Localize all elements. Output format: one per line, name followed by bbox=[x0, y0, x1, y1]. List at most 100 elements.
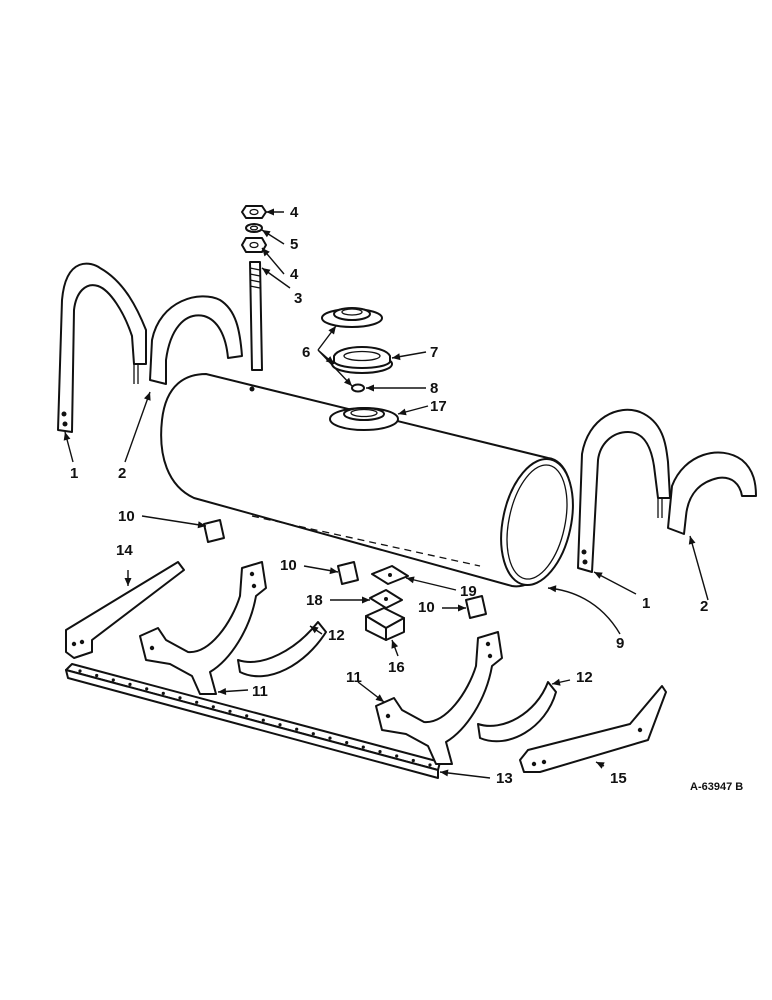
arrowhead bbox=[262, 230, 271, 238]
callout-5: 5 bbox=[290, 236, 298, 253]
channel-hole bbox=[345, 741, 349, 745]
callout-15: 15 bbox=[610, 770, 627, 787]
callout-labels: 1 2 3 4 5 4 6 7 8 17 1 2 9 10 10 10 19 1… bbox=[70, 204, 743, 793]
support-cradle-right bbox=[375, 631, 503, 765]
channel-hole bbox=[145, 687, 149, 691]
channel-hole bbox=[111, 678, 115, 682]
channel-hole bbox=[361, 745, 365, 749]
arrowhead bbox=[344, 377, 352, 386]
channel-hole bbox=[278, 723, 282, 727]
support-cradle-left bbox=[139, 561, 267, 695]
channel-hole bbox=[245, 714, 249, 718]
arrowhead bbox=[392, 353, 401, 361]
spacer-c bbox=[465, 595, 487, 619]
bracket-left bbox=[65, 561, 185, 659]
channel-hole bbox=[78, 669, 82, 673]
channel-hole bbox=[261, 718, 265, 722]
callout-10-c: 10 bbox=[418, 599, 435, 616]
callout-4-lower: 4 bbox=[290, 266, 299, 283]
cushion-right bbox=[477, 681, 557, 743]
callout-14: 14 bbox=[116, 542, 133, 559]
arrowhead bbox=[144, 392, 151, 401]
callout-1-left: 1 bbox=[70, 465, 78, 482]
nut-top bbox=[241, 205, 267, 219]
arrowhead bbox=[329, 567, 338, 575]
tank-strap-left-front bbox=[149, 295, 243, 385]
cushion-left bbox=[237, 621, 327, 678]
callout-11-left: 11 bbox=[252, 683, 268, 700]
arrowhead bbox=[362, 596, 370, 604]
arrowhead bbox=[310, 626, 319, 634]
drawing-code: A-63947 B bbox=[690, 781, 743, 793]
callout-10-b: 10 bbox=[280, 557, 297, 574]
callout-16: 16 bbox=[388, 659, 405, 676]
channel-hole bbox=[128, 682, 132, 687]
callout-13: 13 bbox=[496, 770, 513, 787]
arrowhead bbox=[548, 585, 557, 593]
nut-lower bbox=[241, 237, 267, 253]
arrowhead bbox=[440, 769, 449, 777]
arrowhead bbox=[328, 326, 336, 335]
channel-hole bbox=[395, 754, 399, 758]
callout-4-top: 4 bbox=[290, 204, 299, 221]
callout-12-right: 12 bbox=[576, 669, 593, 686]
retainer bbox=[365, 607, 405, 641]
tank-strap-left-rear bbox=[57, 262, 147, 433]
leader-lines bbox=[63, 208, 709, 779]
callout-3: 3 bbox=[294, 290, 302, 307]
arrowhead bbox=[262, 268, 271, 276]
callout-12-left: 12 bbox=[328, 627, 345, 644]
channel-hole bbox=[311, 732, 315, 736]
small-washer bbox=[351, 383, 365, 393]
arrowhead bbox=[406, 576, 415, 584]
arrowhead bbox=[266, 208, 274, 216]
channel-hole bbox=[295, 727, 299, 731]
callout-6: 6 bbox=[302, 344, 310, 361]
callout-2-right: 2 bbox=[700, 598, 708, 615]
channel-hole bbox=[378, 750, 382, 754]
channel-hole bbox=[328, 736, 332, 740]
filler-cap-gasket-top bbox=[321, 307, 383, 328]
arrowhead bbox=[262, 248, 270, 257]
clip bbox=[369, 589, 403, 609]
channel-hole bbox=[161, 691, 165, 696]
channel-hole bbox=[228, 709, 232, 713]
callout-10-a: 10 bbox=[118, 508, 135, 525]
frame-channel bbox=[65, 663, 441, 779]
plate bbox=[371, 565, 409, 585]
filler-neck bbox=[329, 407, 399, 431]
callout-7: 7 bbox=[430, 344, 438, 361]
arrowhead bbox=[391, 640, 399, 649]
fuel-tank bbox=[160, 373, 574, 588]
channel-hole bbox=[95, 673, 99, 678]
arrowhead bbox=[63, 432, 71, 441]
arrowhead bbox=[594, 572, 603, 579]
callout-19: 19 bbox=[460, 583, 477, 600]
arrowhead bbox=[366, 384, 374, 392]
arrowhead bbox=[218, 688, 227, 695]
channel-hole bbox=[428, 763, 432, 767]
channel-hole bbox=[211, 705, 215, 709]
arrowhead bbox=[325, 356, 334, 364]
filler-cap bbox=[331, 346, 393, 374]
arrowhead bbox=[398, 408, 407, 416]
spacer-a bbox=[203, 519, 225, 543]
callout-9: 9 bbox=[616, 635, 624, 652]
channel-hole bbox=[178, 696, 182, 700]
callout-1-right: 1 bbox=[642, 595, 650, 612]
callout-11-right: 11 bbox=[346, 669, 362, 686]
channel-hole bbox=[411, 758, 415, 763]
tank-strap-right-front bbox=[667, 451, 757, 535]
arrowhead bbox=[124, 578, 132, 586]
arrowhead bbox=[458, 604, 466, 612]
lock-washer bbox=[245, 223, 263, 233]
stud bbox=[249, 261, 263, 371]
channel-hole bbox=[195, 700, 199, 704]
arrowhead bbox=[688, 536, 696, 545]
arrowhead bbox=[552, 678, 561, 686]
callout-17: 17 bbox=[430, 398, 447, 415]
arrowhead bbox=[596, 762, 605, 769]
arrowhead bbox=[375, 694, 384, 702]
callout-8: 8 bbox=[430, 380, 438, 397]
spacer-b bbox=[337, 561, 359, 585]
